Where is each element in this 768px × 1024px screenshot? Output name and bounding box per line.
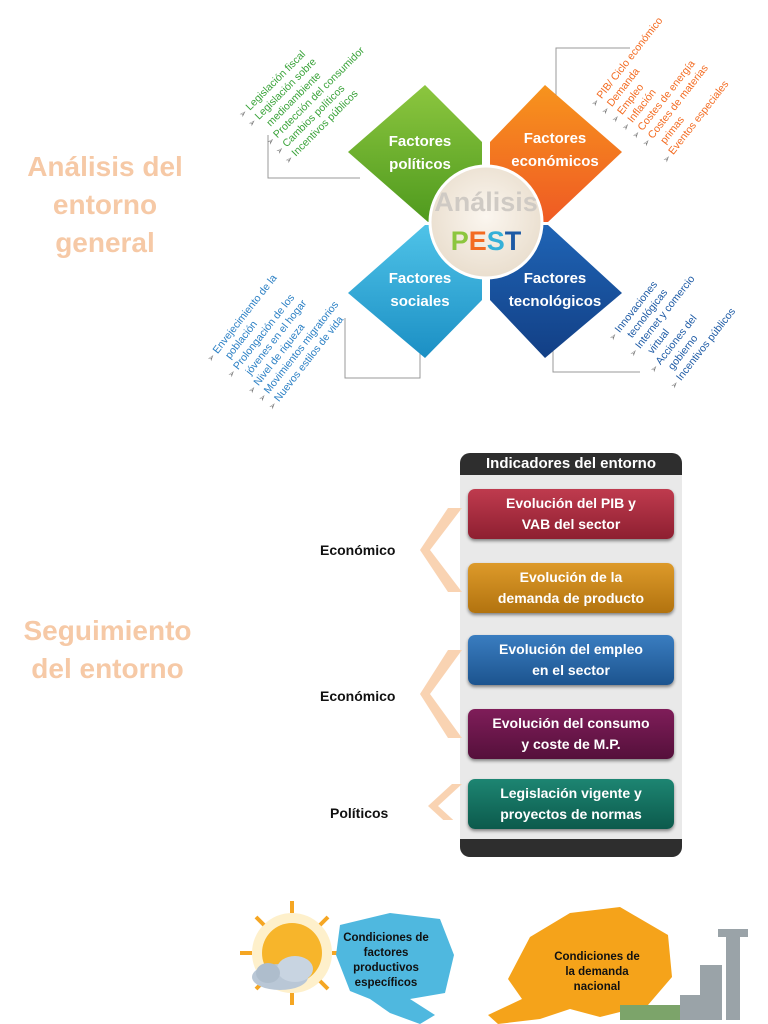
- group-label-economico-2: Económico: [320, 688, 396, 704]
- indicator-line: VAB del sector: [521, 516, 621, 532]
- indicators-footer: [460, 839, 682, 857]
- indicator-line: Evolución del empleo: [499, 641, 643, 657]
- box-demanda-nacional: Condiciones de la demanda nacional: [543, 950, 651, 995]
- label-line: Factores: [388, 270, 452, 287]
- pest-center-word: Análisis: [434, 187, 538, 217]
- sun-icon: [240, 901, 344, 1005]
- chevron-left-icon: [428, 784, 462, 820]
- box-line: nacional: [573, 981, 621, 993]
- label-line: tecnológicos: [508, 293, 602, 310]
- indicator-line: en el sector: [532, 662, 610, 678]
- group-label-economico-1: Económico: [320, 542, 396, 558]
- pest-letters: PEST: [430, 226, 542, 257]
- indicator-line: y coste de M.P.: [521, 736, 621, 752]
- box-line: factores: [363, 947, 409, 959]
- pest-center-circle: [428, 164, 544, 280]
- indicator-line: demanda de producto: [497, 590, 645, 606]
- section-title-seguimiento: Seguimiento del entorno: [10, 612, 205, 688]
- box-line: Condiciones de: [554, 951, 640, 963]
- bottom-illustration: [240, 901, 748, 1024]
- label-line: políticos: [389, 156, 451, 173]
- title-line: Seguimiento: [23, 615, 192, 646]
- cloud-icon: [252, 956, 313, 990]
- connector-line: [344, 318, 421, 379]
- label-factores-sociales: Factores sociales: [375, 267, 465, 313]
- pest-letter-s: S: [486, 226, 505, 256]
- indicator-line: Evolución del PIB y: [506, 495, 636, 511]
- title-line: Análisis del: [27, 151, 183, 182]
- indicator-empleo-sector[interactable]: Evolución del empleo en el sector: [468, 635, 674, 685]
- orange-splash: [488, 907, 672, 1024]
- indicator-pib-vab[interactable]: Evolución del PIB y VAB del sector: [468, 489, 674, 539]
- box-line: específicos: [354, 977, 418, 989]
- title-line: general: [55, 227, 155, 258]
- indicator-line: Evolución de la: [519, 569, 623, 585]
- group-chevrons: [420, 508, 462, 820]
- factory-icon: [620, 929, 748, 1020]
- title-line: del entorno: [31, 653, 184, 684]
- label-line: económicos: [511, 153, 599, 170]
- pest-diagram: [267, 47, 640, 379]
- label-factores-economicos: Factores económicos: [505, 127, 605, 173]
- indicator-demanda-producto[interactable]: Evolución de la demanda de producto: [468, 563, 674, 613]
- indicators-header: Indicadores del entorno: [460, 453, 682, 475]
- box-line: Condiciones de: [343, 932, 429, 944]
- pest-letter-e: E: [468, 226, 487, 256]
- label-line: sociales: [390, 293, 450, 310]
- label-line: Factores: [523, 270, 587, 287]
- title-line: entorno: [52, 189, 158, 220]
- section-title-analisis: Análisis del entorno general: [10, 148, 200, 262]
- blue-splash: [336, 913, 454, 1024]
- indicator-legislacion[interactable]: Legislación vigente y proyectos de normas: [468, 779, 674, 829]
- connector-line: [267, 135, 360, 179]
- label-line: Factores: [523, 130, 587, 147]
- indicator-line: proyectos de normas: [500, 806, 642, 822]
- group-label-politicos: Políticos: [330, 805, 389, 821]
- box-line: la demanda: [565, 966, 629, 978]
- label-line: Factores: [388, 133, 452, 150]
- indicator-line: Evolución del consumo: [492, 715, 650, 731]
- label-factores-politicos: Factores políticos: [375, 130, 465, 176]
- pest-letter-t: T: [504, 226, 522, 256]
- chevron-left-icon: [420, 508, 462, 592]
- pest-letter-p: P: [450, 226, 469, 256]
- label-factores-tecnologicos: Factores tecnológicos: [500, 267, 610, 313]
- indicator-line: Legislación vigente y: [500, 785, 642, 801]
- indicator-consumo-coste[interactable]: Evolución del consumo y coste de M.P.: [468, 709, 674, 759]
- chevron-left-icon: [420, 650, 462, 738]
- box-line: productivos: [353, 962, 419, 974]
- box-factores-productivos: Condiciones de factores productivos espe…: [336, 931, 436, 991]
